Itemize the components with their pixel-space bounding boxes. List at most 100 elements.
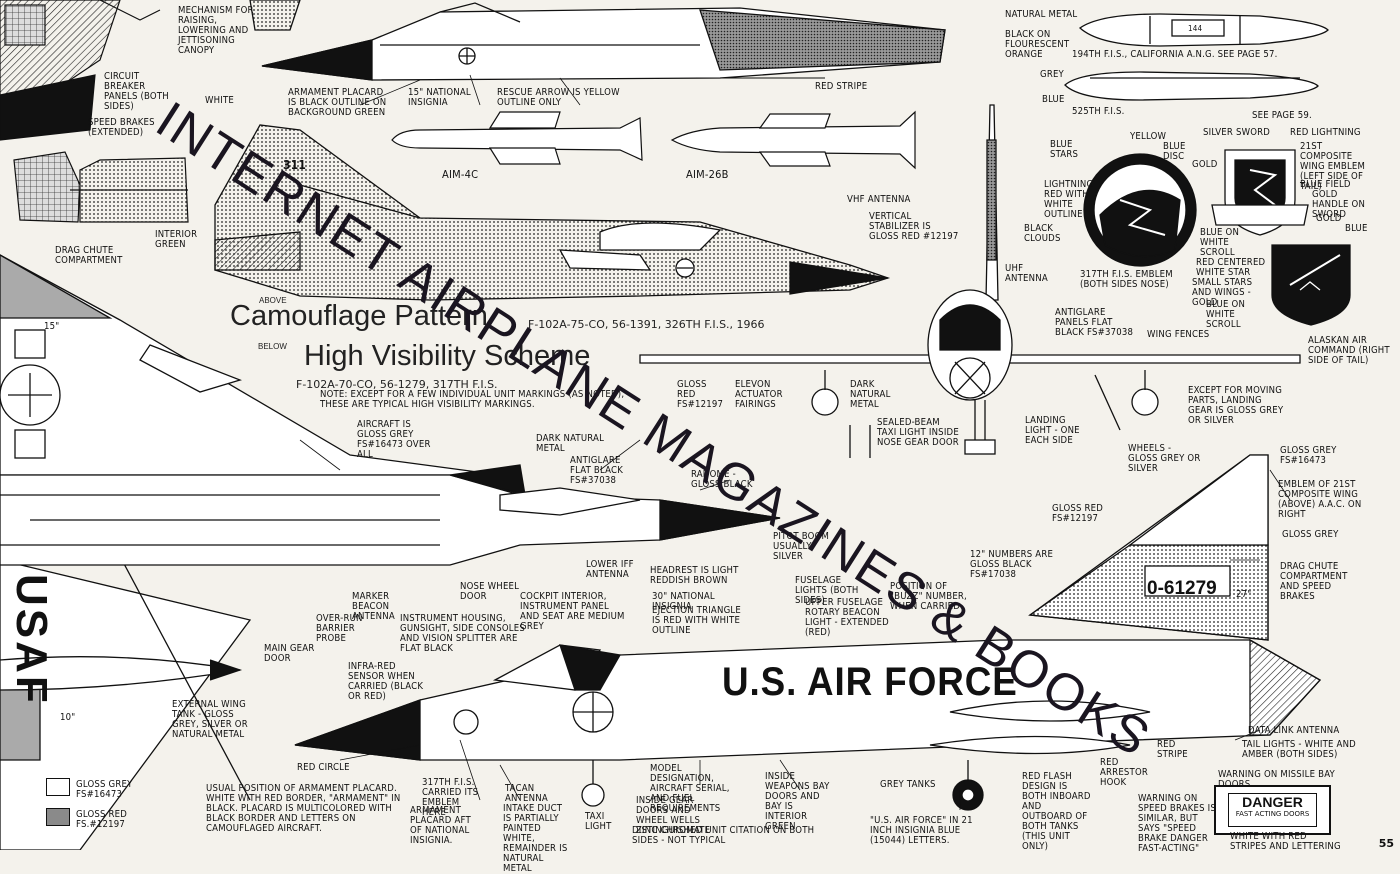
callout-blueonwhite2: BLUE ON WHITE SCROLL xyxy=(1206,299,1246,330)
callout-antiglare1: ANTIGLARE PANELS FLAT BLACK FS#37038 xyxy=(1055,307,1134,338)
callout-blackclouds: BLACK CLOUDS xyxy=(1024,223,1061,244)
danger-sub: FAST ACTING DOORS xyxy=(1235,810,1310,818)
emblems xyxy=(1083,149,1351,326)
tail-dim: 27" xyxy=(1236,589,1252,600)
callout-fis317: 317TH F.I.S. CARRIED ITS EMBLEM HERE xyxy=(422,777,479,818)
callout-pitot: PITOT BOOM USUALLY SILVER xyxy=(773,531,830,562)
callout-aircraftgrey: AIRCRAFT IS GLOSS GREY FS#16473 OVER ALL xyxy=(357,419,431,460)
callout-armplacard2: ARMAMENT PLACARD AFT OF NATIONAL INSIGNI… xyxy=(410,805,471,846)
callout-datalink: DATA LINK ANTENNA xyxy=(1248,725,1340,736)
callout-interior: INTERIOR GREEN xyxy=(155,229,198,250)
tail-code: 311 xyxy=(283,158,307,172)
legend-swatch-red xyxy=(46,808,70,826)
callout-modeldesig: MODEL DESIGNATION, AIRCRAFT SERIAL, AND … xyxy=(650,763,730,814)
danger-title: DANGER xyxy=(1242,794,1303,810)
callout-dragchute: DRAG CHUTE COMPARTMENT xyxy=(55,245,123,266)
callout-gold1: GOLD xyxy=(1192,159,1218,170)
aircraft-line-art xyxy=(0,0,1351,850)
callout-circuit: CIRCUIT BREAKER PANELS (BOTH SIDES) xyxy=(104,71,169,112)
callout-redcircle: RED CIRCLE xyxy=(297,762,350,773)
callout-silversword: SILVER SWORD xyxy=(1203,127,1271,138)
callout-ejection: EJECTION TRIANGLE IS RED WITH WHITE OUTL… xyxy=(652,605,741,636)
callout-emblem21b: EMBLEM OF 21ST COMPOSITE WING (ABOVE) A.… xyxy=(1278,479,1362,520)
callout-grey: GREY xyxy=(1040,69,1064,80)
callout-smallstars: SMALL STARS AND WINGS - GOLD xyxy=(1192,277,1253,308)
callout-armplacard: ARMAMENT PLACARD IS BLACK OUTLINE ON BAC… xyxy=(288,87,387,118)
callout-glossred2: GLOSS RED FS#12197 xyxy=(1052,503,1104,524)
callout-goldhandle: GOLD HANDLE ON SWORD xyxy=(1312,189,1366,220)
camouflage-aircraft xyxy=(214,124,891,301)
callout-lowerIFF: LOWER IFF ANTENNA xyxy=(586,559,634,580)
danger-placard: DANGER FAST ACTING DOORS xyxy=(1214,785,1331,835)
callout-glossgrey2: GLOSS GREY FS#16473 xyxy=(1280,445,1337,466)
high-vis-title: High Visibility Scheme xyxy=(304,340,591,372)
legend-swatch-grey xyxy=(46,778,70,796)
callout-emblem317: 317TH F.I.S. EMBLEM (BOTH SIDES NOSE) xyxy=(1080,269,1173,290)
callout-distinguished: DISTINGUISHED UNIT CITATION ON BOTH SIDE… xyxy=(632,825,815,846)
aim4c-label: AIM-4C xyxy=(442,168,479,181)
callout-darknat1: DARK NATURAL METAL xyxy=(850,379,891,410)
callout-elevon: ELEVON ACTUATOR FAIRINGS xyxy=(735,379,783,410)
planform-left-wing xyxy=(0,254,501,850)
callout-glossred1: GLOSS RED FS#12197 xyxy=(677,379,724,410)
planform-fuselage xyxy=(0,464,781,566)
callout-blackonfluor: BLACK ON FLOURESCENT ORANGE xyxy=(1005,29,1070,60)
callout-redarrestor: RED ARRESTOR HOOK xyxy=(1100,757,1149,788)
high-vis-subtitle: F-102A-70-CO, 56-1279, 317TH F.I.S. xyxy=(296,378,498,391)
callout-yellow: YELLOW xyxy=(1130,131,1167,142)
callout-missilebay: WARNING ON MISSILE BAY DOORS xyxy=(1218,769,1335,790)
callout-markerbeacon: MARKER BEACON ANTENNA xyxy=(352,591,395,622)
callout-taillights: TAIL LIGHTS - WHITE AND AMBER (BOTH SIDE… xyxy=(1242,739,1356,760)
drop-tanks-top xyxy=(1064,13,1329,101)
callout-gold2: GOLD xyxy=(1316,213,1342,224)
callout-bluefield: BLUE FIELD xyxy=(1300,179,1351,190)
callout-inside: INSIDE GEAR DOORS AND WHEEL WELLS ZINC C… xyxy=(636,795,711,836)
leader-lines xyxy=(299,74,1291,810)
callout-insignia15: 15" NATIONAL INSIGNIA xyxy=(408,87,471,108)
callout-taxilight: TAXI LIGHT xyxy=(585,811,612,832)
callout-tacan: TACAN ANTENNA xyxy=(505,783,548,804)
callout-vstab: VERTICAL STABILIZER IS GLOSS RED #12197 xyxy=(869,211,959,242)
canopy-mechanism-detail xyxy=(0,0,161,141)
top-profile-aircraft xyxy=(249,0,946,81)
callout-page59: SEE PAGE 59. xyxy=(1252,110,1312,121)
callout-usualpos: USUAL POSITION OF ARMAMENT PLACARD. WHIT… xyxy=(206,783,401,834)
callout-cockpit: COCKPIT INTERIOR, INSTRUMENT PANEL AND S… xyxy=(520,591,625,632)
callout-blue: BLUE xyxy=(1042,94,1065,105)
callout-usaf21: "U.S. AIR FORCE" IN 21 INCH INSIGNIA BLU… xyxy=(870,815,973,846)
callout-bluestars: BLUE STARS xyxy=(1050,139,1079,160)
callout-redflash: RED FLASH DESIGN IS BOTH INBOARD AND OUT… xyxy=(1022,771,1091,852)
callout-mechanism: MECHANISM FOR RAISING, LOWERING AND JETT… xyxy=(178,5,254,56)
callout-uhf: UHF ANTENNA xyxy=(1005,263,1048,284)
callout-instrument: INSTRUMENT HOUSING, GUNSIGHT, SIDE CONSO… xyxy=(400,613,525,654)
callout-blueonwhite: BLUE ON WHITE SCROLL xyxy=(1200,227,1240,258)
legend-label-grey: GLOSS GREY FS#16473 xyxy=(76,779,133,800)
callout-wingfences: WING FENCES xyxy=(1147,329,1210,340)
missiles xyxy=(391,110,916,170)
callout-headrest: HEADREST IS LIGHT REDDISH BROWN xyxy=(650,565,739,586)
callout-numbers12: 12" NUMBERS ARE GLOSS BLACK FS#17038 xyxy=(970,549,1054,580)
callout-sealedbeam: SEALED-BEAM TAXI LIGHT INSIDE NOSE GEAR … xyxy=(877,417,959,448)
callout-fuselights: FUSELAGE LIGHTS (BOTH SIDES) xyxy=(795,575,859,606)
aim26b-label: AIM-26B xyxy=(686,168,729,181)
callout-rescue: RESCUE ARROW IS YELLOW OUTLINE ONLY xyxy=(497,87,620,108)
page-number: 55 xyxy=(1378,837,1394,850)
us-air-force-marking: U.S. AIR FORCE xyxy=(722,660,1018,704)
callout-emblem21: 21ST COMPOSITE WING EMBLEM (LEFT SIDE OF… xyxy=(1300,141,1366,192)
note-text: NOTE: EXCEPT FOR A FEW INDIVIDUAL UNIT M… xyxy=(320,389,625,410)
callout-redstripe2: RED STRIPE xyxy=(1157,739,1188,760)
callout-fis194: 194TH F.I.S., CALIFORNIA A.N.G. SEE PAGE… xyxy=(1072,49,1278,60)
callout-dragchute2: DRAG CHUTE COMPARTMENT AND SPEED BRAKES xyxy=(1280,561,1348,602)
callout-upperbeacon: UPPER FUSELAGE ROTARY BEACON LIGHT - EXT… xyxy=(805,597,889,638)
front-view-aircraft xyxy=(639,104,1301,458)
callout-overrun: OVER-RUN BARRIER PROBE xyxy=(316,613,363,644)
below-tag: BELOW xyxy=(258,342,287,351)
callout-speedbrakes: SPEED BRAKES (EXTENDED) xyxy=(88,117,155,138)
callout-redcentered: RED CENTERED WHITE STAR xyxy=(1196,257,1266,278)
callout-warningspeed: WARNING ON SPEED BRAKES IS SIMILAR, BUT … xyxy=(1138,793,1217,854)
tank-badge: 144 xyxy=(1188,24,1203,33)
callout-intake: INTAKE DUCT IS PARTIALLY PAINTED WHITE, … xyxy=(503,803,568,874)
high-vis-aircraft xyxy=(294,454,1322,811)
callout-redstripe1: RED STRIPE xyxy=(815,81,868,92)
camouflage-subtitle: F-102A-75-CO, 56-1391, 326TH F.I.S., 196… xyxy=(528,318,765,331)
